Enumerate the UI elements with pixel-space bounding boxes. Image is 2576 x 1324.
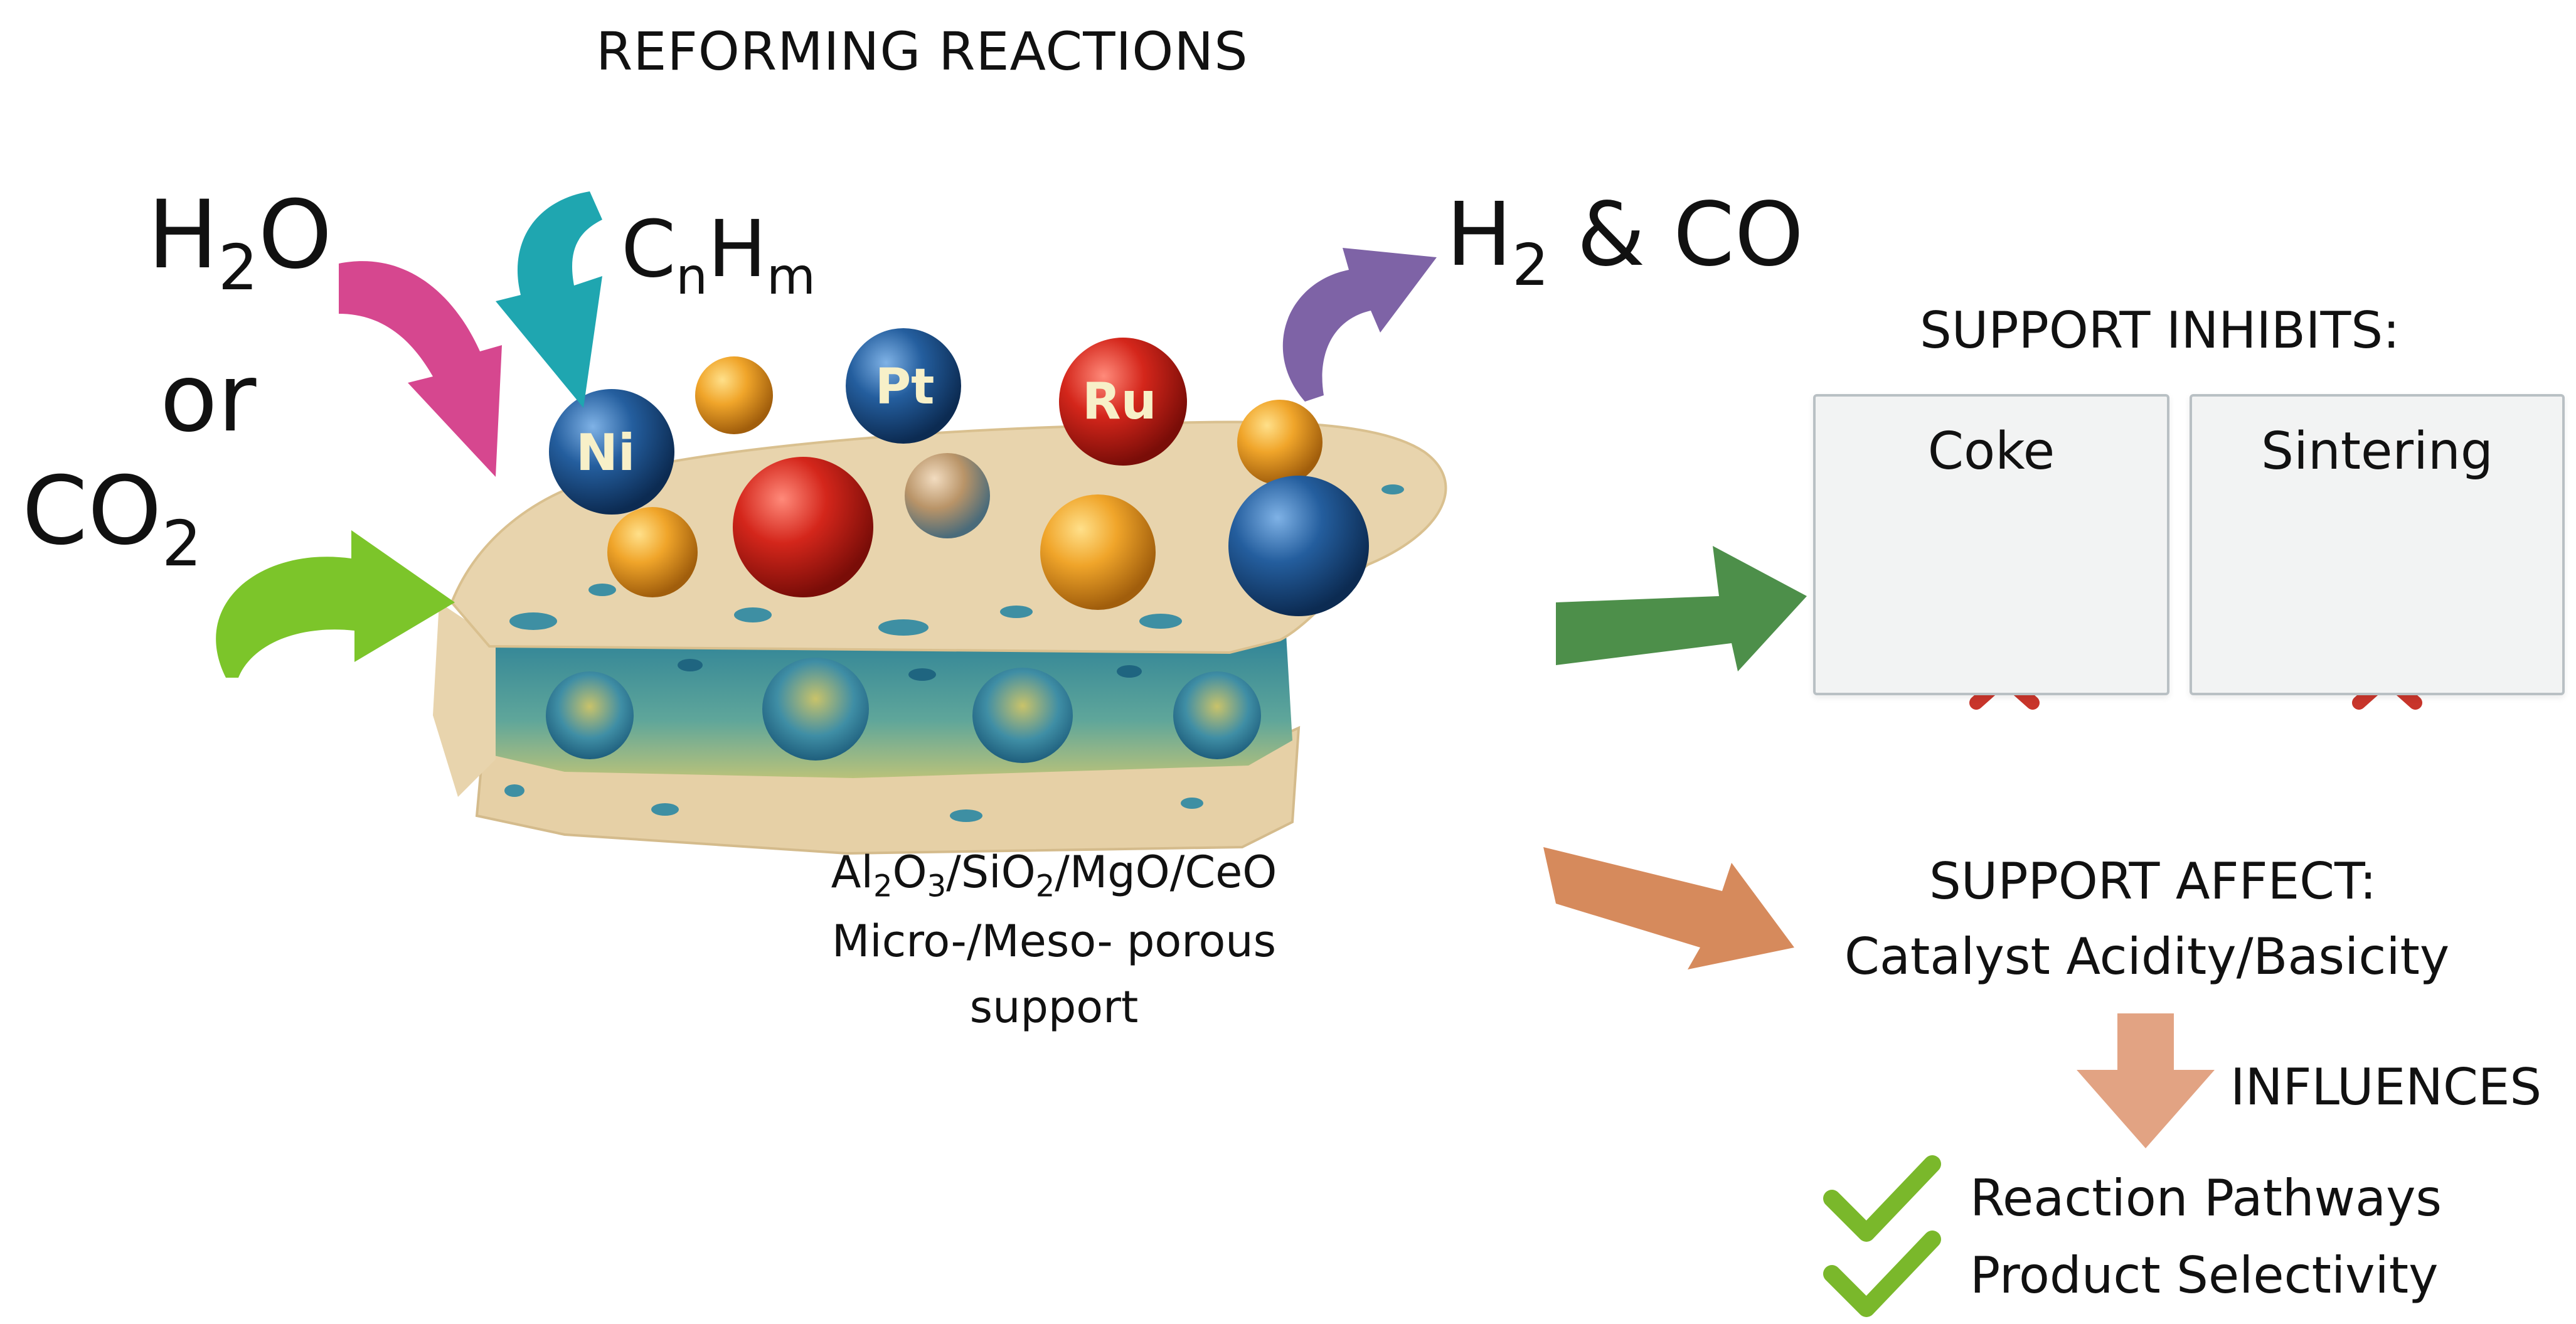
ru-particle: [1059, 338, 1187, 466]
support-inhibits-header: SUPPORT INHIBITS:: [1920, 301, 2400, 360]
co2-label: CO2: [22, 457, 202, 580]
ni-particle: [549, 389, 674, 515]
h2o-arrow: [339, 261, 502, 477]
h2o-label: H2O: [147, 181, 333, 304]
metal-particles: [549, 328, 1369, 616]
co2-arrow: [216, 530, 455, 678]
orange-particle: [1040, 494, 1156, 610]
orange-particle: [695, 356, 773, 434]
red-particle: [733, 457, 873, 597]
pt-particle: [846, 328, 961, 444]
sintering-card-title: Sintering: [2261, 422, 2493, 481]
hydrocarbon-label: CnHm: [621, 204, 816, 306]
products-arrow: [1282, 248, 1437, 402]
products-label: H2 & CO: [1446, 184, 1804, 299]
support-caption-line1: Al2O3/SiO2/MgO/CeO: [831, 846, 1277, 904]
outcome-reaction-pathways: Reaction Pathways: [1970, 1169, 2442, 1227]
support-caption-line3: support: [969, 981, 1139, 1033]
support-affect-header: SUPPORT AFFECT:: [1929, 852, 2377, 910]
check-icon: [1823, 1231, 1941, 1317]
orange-particle: [607, 507, 698, 597]
coke-card-title: Coke: [1927, 422, 2055, 481]
or-label: or: [160, 344, 257, 453]
support-caption-line2: Micro-/Meso- porous: [831, 916, 1277, 967]
check-icon: [1823, 1155, 1941, 1242]
blue-particle: [1228, 476, 1369, 616]
acidity-basicity-label: Catalyst Acidity/Basicity: [1844, 927, 2450, 986]
ru-label: Ru: [1082, 372, 1157, 430]
outcome-product-selectivity: Product Selectivity: [1970, 1246, 2439, 1305]
diagram-title: REFORMING REACTIONS: [596, 21, 1248, 82]
pt-label: Pt: [875, 359, 935, 415]
sintering-card: Sintering: [2190, 394, 2565, 695]
hydrocarbon-arrow: [496, 191, 602, 408]
inhibit-arrow: [1556, 546, 1807, 671]
influences-label: INFLUENCES: [2230, 1058, 2542, 1116]
ni-label: Ni: [576, 424, 636, 482]
coke-card: Coke: [1813, 394, 2169, 695]
orange-particle: [1237, 400, 1323, 485]
affect-arrow: [1543, 847, 1794, 969]
tan-particle: [905, 453, 990, 538]
influence-arrow: [2077, 1013, 2215, 1148]
